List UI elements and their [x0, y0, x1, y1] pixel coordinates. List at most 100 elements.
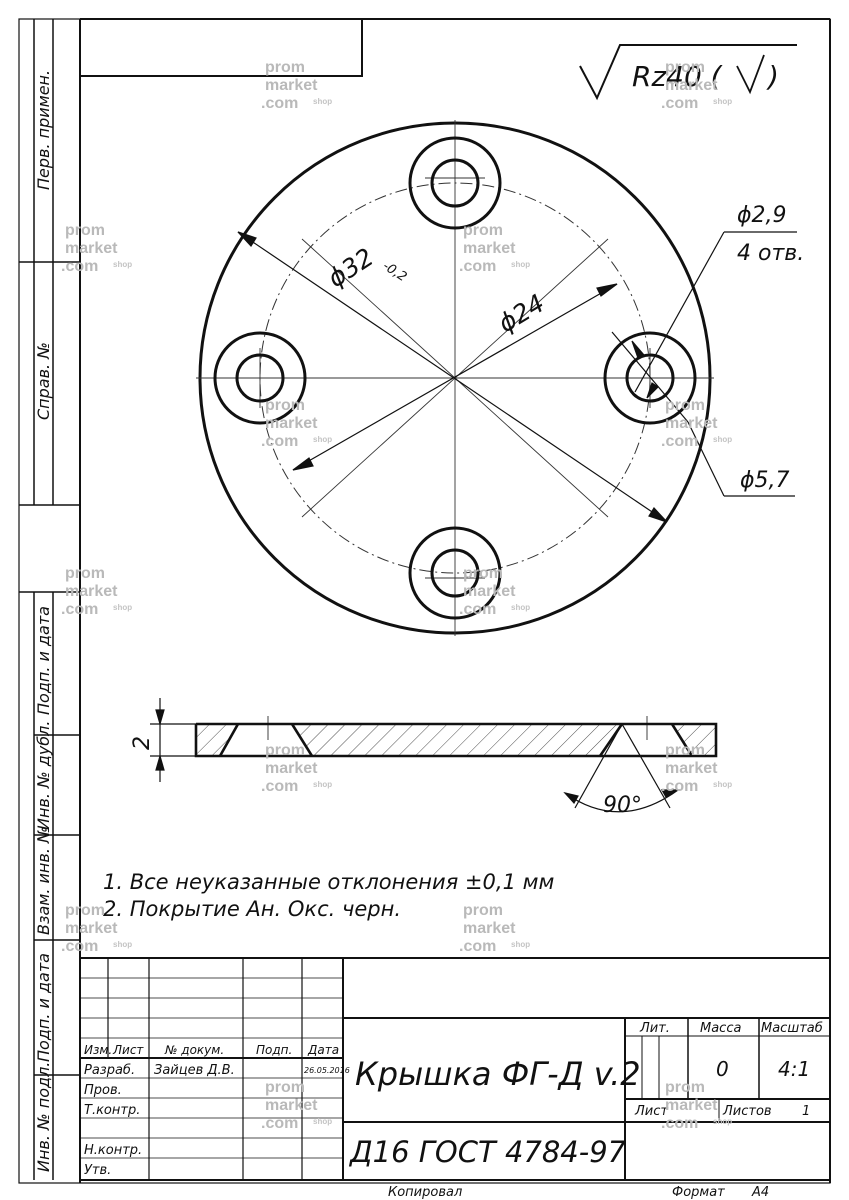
listov-value: 1 — [802, 1104, 810, 1119]
watermark-text: prom — [665, 59, 705, 76]
section-view: 2 90° — [130, 698, 718, 818]
watermark-text: .com — [261, 433, 298, 450]
watermark-text: .com — [261, 95, 298, 112]
roughness-text: Rz40 ( — [632, 60, 723, 93]
watermark-text: .com — [661, 433, 698, 450]
inv-dubl-label: Инв. № дубл. — [34, 721, 53, 830]
lit-label: Лит. — [639, 1021, 670, 1036]
watermark-text: prom — [463, 222, 503, 239]
watermark-text: prom — [665, 397, 705, 414]
watermark-text: market — [65, 583, 118, 600]
watermark-text: .com — [61, 601, 98, 618]
side-stamp-labels: Перв. примен. Справ. № Подп. и дата Инв.… — [34, 70, 53, 1172]
section-body — [196, 724, 716, 756]
watermark-text: market — [265, 415, 318, 432]
watermark-shop: shop — [511, 260, 530, 269]
watermark-text: prom — [665, 1079, 705, 1096]
list-label: Лист — [634, 1104, 668, 1119]
part-name: Крышка ФГ-Д v.2 — [355, 1055, 641, 1093]
note-2: 2. Покрытие Ан. Окс. черн. — [103, 897, 401, 921]
watermark-text: market — [463, 240, 516, 257]
svg-text:): ) — [766, 60, 779, 93]
watermark-text: .com — [459, 601, 496, 618]
watermark-text: prom — [265, 397, 305, 414]
watermark-shop: shop — [113, 940, 132, 949]
vzam-inv-label: Взам. инв. № — [34, 826, 53, 935]
razrab-name: Зайцев Д.В. — [154, 1063, 235, 1078]
watermark-text: .com — [459, 938, 496, 955]
outer-tolerance-label: -0,2 — [380, 259, 409, 285]
watermark-shop: shop — [113, 603, 132, 612]
watermark-shop: shop — [713, 435, 732, 444]
watermark-text: .com — [61, 938, 98, 955]
mounting-holes — [213, 136, 697, 620]
watermark-text: market — [665, 77, 718, 94]
watermark-text: prom — [463, 902, 503, 919]
watermark-shop: shop — [313, 97, 332, 106]
bolt-circle-label: ϕ24 — [493, 288, 549, 338]
row-prov: Пров. — [84, 1083, 122, 1098]
watermark-text: prom — [665, 742, 705, 759]
header-data: Дата — [307, 1043, 339, 1057]
watermark-shop: shop — [511, 603, 530, 612]
row-tkontr: Т.контр. — [84, 1103, 140, 1118]
material: Д16 ГОСТ 4784-97 — [348, 1135, 627, 1169]
title-block-lines — [80, 957, 830, 1180]
hole-count-label: 4 отв. — [737, 241, 804, 266]
dimension-lines — [237, 231, 797, 523]
watermark-text: .com — [459, 258, 496, 275]
technical-notes: 1. Все неуказанные отклонения ±0,1 мм 2.… — [103, 870, 554, 921]
watermark-text: market — [265, 1097, 318, 1114]
row-utv: Утв. — [84, 1163, 111, 1178]
watermark-text: market — [665, 415, 718, 432]
row-razrab: Разраб. — [84, 1063, 135, 1078]
watermark-shop: shop — [313, 780, 332, 789]
watermark-text: prom — [463, 565, 503, 582]
angle-dimension — [563, 723, 681, 813]
massa-label: Масса — [700, 1021, 741, 1036]
razrab-date: 26.05.2016 — [304, 1066, 350, 1075]
header-podp: Подп. — [256, 1043, 292, 1057]
thickness-label: 2 — [130, 736, 155, 750]
title-block-text: Изм. Лист № докум. Подп. Дата Разраб. За… — [84, 1021, 823, 1178]
masshtab-label: Масштаб — [761, 1021, 823, 1036]
format-label: Формат — [672, 1185, 725, 1200]
watermark-shop: shop — [313, 435, 332, 444]
left-stamp-columns — [19, 19, 80, 1180]
podp-data-label-1: Подп. и дата — [34, 606, 53, 715]
watermark-text: .com — [661, 1115, 698, 1132]
note-1: 1. Все неуказанные отклонения ±0,1 мм — [103, 870, 554, 894]
watermark-text: market — [463, 583, 516, 600]
watermark-text: market — [65, 920, 118, 937]
watermark-text: prom — [265, 742, 305, 759]
thickness-dimension — [150, 698, 196, 782]
watermark-text: prom — [265, 59, 305, 76]
watermark-text: prom — [265, 1079, 305, 1096]
massa-value: 0 — [716, 1057, 729, 1081]
counterbore-label: ϕ5,7 — [740, 468, 790, 493]
watermark-text: market — [65, 240, 118, 257]
watermark-text: prom — [65, 902, 105, 919]
watermark-text: market — [665, 760, 718, 777]
watermark-text: prom — [65, 565, 105, 582]
sprav-no-label: Справ. № — [34, 342, 53, 420]
watermark-shop: shop — [713, 1117, 732, 1126]
perv-primen-label: Перв. примен. — [34, 70, 53, 190]
sheet-footer: Копировал Формат А4 — [388, 1185, 769, 1200]
watermark-text: .com — [61, 258, 98, 275]
